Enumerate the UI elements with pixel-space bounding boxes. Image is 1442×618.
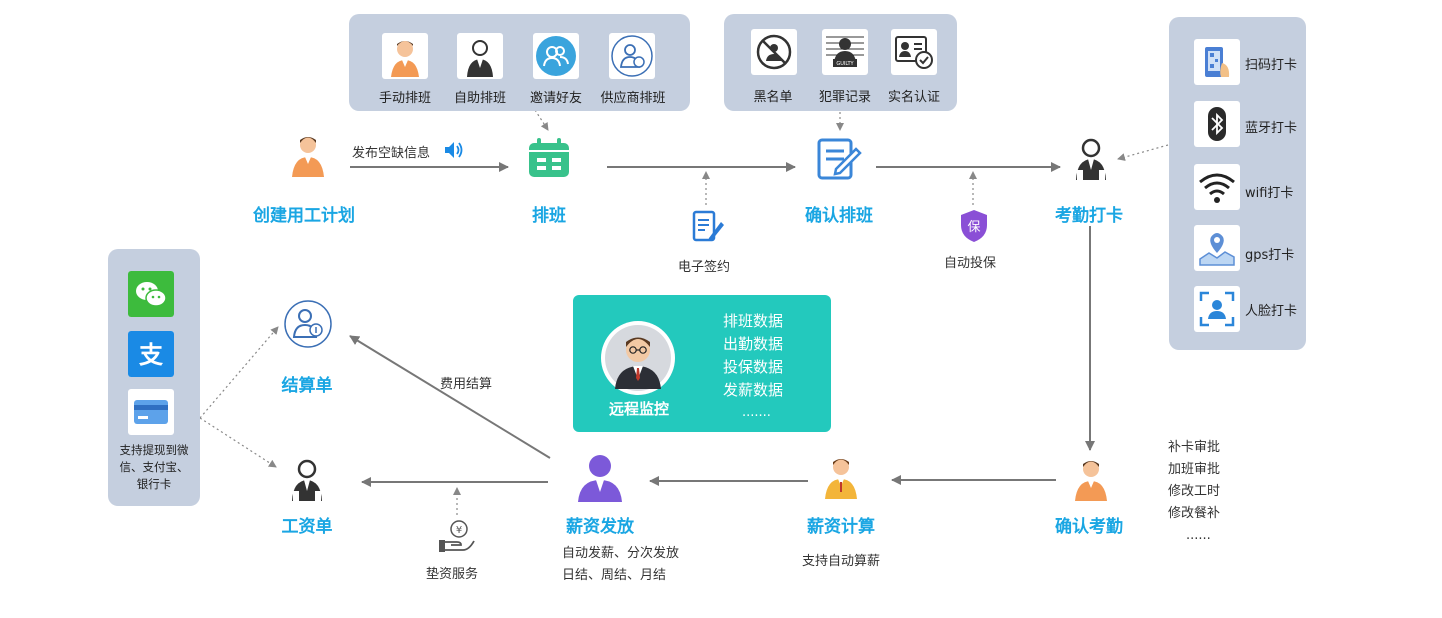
attendance-person-icon xyxy=(1068,134,1114,182)
label-self-schedule: 自助排班 xyxy=(453,91,506,106)
salary-pay-note-line: 自动发薪、分次发放 xyxy=(562,546,680,561)
svg-text:¥: ¥ xyxy=(456,525,462,536)
node-confirm-attendance: 确认考勤 xyxy=(1055,517,1123,537)
suited-person-icon xyxy=(457,33,503,79)
node-create-plan: 创建用工计划 xyxy=(253,206,355,226)
payer-person-icon xyxy=(574,452,626,504)
monitor-avatar xyxy=(601,321,675,395)
node-settlement: 结算单 xyxy=(281,376,333,396)
node-payslip: 工资单 xyxy=(281,517,333,537)
payout-caption-line: 信、支付宝、 xyxy=(119,460,189,474)
two-users-icon xyxy=(533,33,579,79)
dotted-panel-to-schedule xyxy=(534,109,549,131)
worker-avatar-icon xyxy=(382,33,428,79)
svg-text:支: 支 xyxy=(139,341,164,369)
e-sign-document-icon xyxy=(692,210,724,244)
dotted-wallet-to-payslip xyxy=(199,417,277,468)
dotted-checkin-to-attendance xyxy=(1117,144,1169,161)
attendance-note-line: 补卡审批 xyxy=(1168,440,1221,455)
label-e-sign: 电子签约 xyxy=(678,260,731,275)
blocked-person-icon xyxy=(751,29,797,75)
label-advance-service: 垫资服务 xyxy=(426,567,479,582)
label-invite-friends: 邀请好友 xyxy=(529,91,582,106)
calendar-icon xyxy=(526,137,572,179)
bluetooth-icon xyxy=(1194,101,1240,147)
face-scan-icon xyxy=(1194,286,1240,332)
remote-monitor-card: 远程监控 排班数据 出勤数据 投保数据 发薪数据 ....... xyxy=(573,295,831,432)
salary-pay-note-line: 日结、周结、月结 xyxy=(562,568,667,583)
node-attendance: 考勤打卡 xyxy=(1055,206,1123,226)
confirm-form-icon xyxy=(816,137,862,181)
calculator-person-icon xyxy=(818,453,864,501)
qr-scan-icon xyxy=(1194,39,1240,85)
label-gps-checkin: gps打卡 xyxy=(1245,248,1295,263)
attendance-note-line: ...... xyxy=(1186,528,1211,543)
settlement-person-icon xyxy=(283,299,333,349)
salary-pay-notes: 自动发薪、分次发放 日结、周结、月结 xyxy=(562,543,679,587)
payout-caption-line: 银行卡 xyxy=(136,477,172,491)
supplier-person-icon xyxy=(609,33,655,79)
arrow-pay-to-settlement xyxy=(349,335,551,459)
label-face-checkin: 人脸打卡 xyxy=(1245,304,1298,319)
monitor-item: 投保数据 xyxy=(723,358,784,376)
wechat-icon xyxy=(128,271,174,317)
salary-calc-note: 支持自动算薪 xyxy=(802,554,881,569)
label-wifi-checkin: wifi打卡 xyxy=(1245,186,1294,201)
payout-caption-line: 支持提现到微 xyxy=(119,443,189,457)
monitor-person-icon xyxy=(605,325,671,391)
label-qr-checkin: 扫码打卡 xyxy=(1245,58,1298,73)
label-real-name: 实名认证 xyxy=(887,90,940,105)
node-salary-calc: 薪资计算 xyxy=(807,517,875,537)
confirm-attendance-notes: 补卡审批 加班审批 修改工时 修改餐补 ...... xyxy=(1168,437,1220,547)
attendance-note-line: 修改工时 xyxy=(1168,484,1221,499)
label-publish-vacancy: 发布空缺信息 xyxy=(352,146,431,161)
monitor-item: ....... xyxy=(742,405,771,420)
alipay-icon: 支 xyxy=(128,331,174,377)
payout-caption: 支持提现到微 信、支付宝、 银行卡 xyxy=(108,442,200,493)
label-bluetooth-checkin: 蓝牙打卡 xyxy=(1245,121,1298,136)
attendance-note-line: 修改餐补 xyxy=(1168,506,1221,521)
map-pin-icon xyxy=(1194,225,1240,271)
bank-card-icon xyxy=(128,389,174,435)
insure-badge-text: 保 xyxy=(967,220,980,235)
monitor-item: 发薪数据 xyxy=(723,381,784,399)
label-blacklist: 黑名单 xyxy=(753,90,793,105)
monitor-title: 远程监控 xyxy=(608,400,669,418)
label-criminal-record: 犯罪记录 xyxy=(818,90,871,105)
svg-text:GUILTY: GUILTY xyxy=(836,61,854,67)
planner-person-icon xyxy=(285,131,331,179)
node-confirm-schedule: 确认排班 xyxy=(805,206,873,226)
confirm-attendance-person-icon xyxy=(1068,455,1114,503)
speaker-icon xyxy=(443,140,465,160)
insurance-shield-icon: 保 xyxy=(959,209,989,243)
payslip-person-icon xyxy=(284,455,330,503)
label-manual-schedule: 手动排班 xyxy=(378,91,431,106)
wifi-icon xyxy=(1194,164,1240,210)
verified-id-icon xyxy=(891,29,937,75)
monitor-item: 排班数据 xyxy=(723,312,784,330)
label-supplier-schedule: 供应商排班 xyxy=(600,91,666,106)
mugshot-icon: GUILTY xyxy=(822,29,868,75)
node-salary-pay: 薪资发放 xyxy=(566,517,634,537)
advance-money-hand-icon: ¥ xyxy=(437,518,477,554)
node-schedule: 排班 xyxy=(532,206,566,226)
label-auto-insure: 自动投保 xyxy=(944,256,997,271)
label-fee-settlement: 费用结算 xyxy=(440,377,493,392)
attendance-note-line: 加班审批 xyxy=(1168,462,1221,477)
monitor-item: 出勤数据 xyxy=(723,335,784,353)
